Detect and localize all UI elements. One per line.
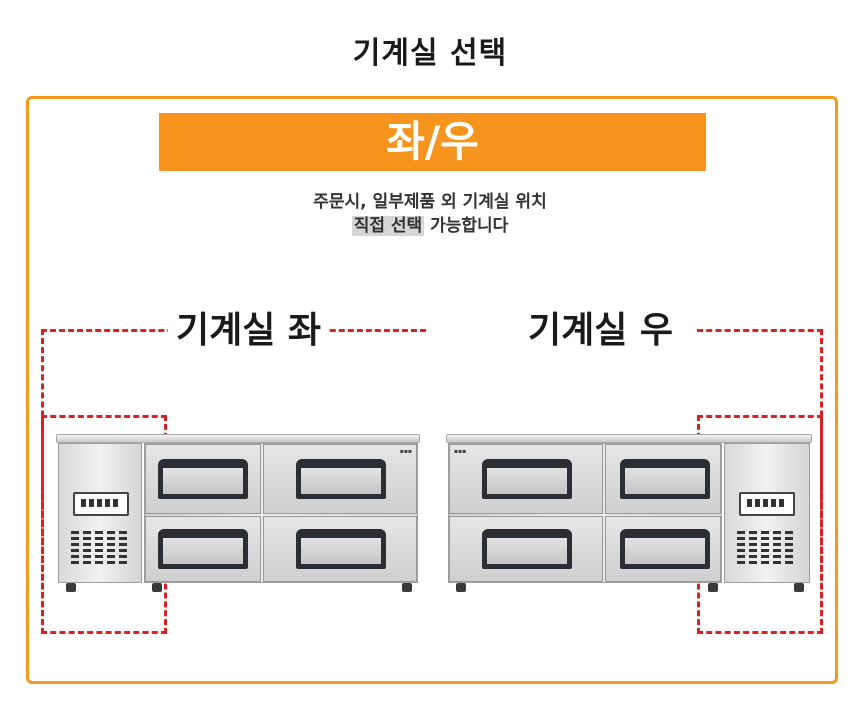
- page-title: 기계실 선택: [352, 36, 508, 71]
- control-panel-icon: [73, 492, 129, 516]
- drawer-handle-icon: [158, 529, 248, 569]
- counter-top: [446, 434, 812, 443]
- brand-logo-icon: ▪▪▪: [399, 448, 412, 455]
- description-line-2-rest: 가능합니다: [424, 216, 509, 236]
- left-machine-label[interactable]: 기계실 좌: [168, 309, 330, 353]
- vent-grille-icon: [71, 530, 131, 564]
- fridge-machine-left[interactable]: ▪▪▪: [56, 434, 420, 594]
- drawer-handle-icon: [296, 459, 386, 499]
- machine-compartment: [58, 443, 142, 583]
- drawer-handle-icon: [620, 529, 710, 569]
- fridge-machine-right[interactable]: ▪▪▪: [446, 434, 812, 594]
- drawer: [605, 444, 721, 514]
- leg-icon: [794, 583, 804, 592]
- drawer: [145, 516, 261, 582]
- description-line-2: 직접 선택 가능합니다: [0, 214, 860, 238]
- drawer: ▪▪▪: [449, 444, 603, 514]
- vent-grille-icon: [737, 530, 797, 564]
- drawer: [605, 516, 721, 582]
- description-line-1: 주문시, 일부제품 외 기계실 위치: [313, 192, 547, 212]
- drawer: [449, 516, 603, 582]
- drawer-handle-icon: [482, 529, 572, 569]
- counter-top: [56, 434, 420, 443]
- drawer-handle-icon: [482, 459, 572, 499]
- drawer: [145, 444, 261, 514]
- brand-logo-icon: ▪▪▪: [454, 448, 467, 455]
- content-frame: [26, 96, 838, 684]
- drawer: [263, 516, 417, 582]
- drawer-cabinet: ▪▪▪: [448, 443, 722, 583]
- leg-icon: [152, 583, 162, 592]
- machine-compartment: [724, 443, 810, 583]
- drawer: ▪▪▪: [263, 444, 417, 514]
- leg-icon: [708, 583, 718, 592]
- drawer-cabinet: ▪▪▪: [144, 443, 418, 583]
- right-machine-label[interactable]: 기계실 우: [520, 309, 682, 353]
- description: 주문시, 일부제품 외 기계실 위치 직접 선택 가능합니다: [0, 190, 860, 238]
- leg-icon: [66, 583, 76, 592]
- description-highlight: 직접 선택: [351, 216, 425, 236]
- drawer-handle-icon: [296, 529, 386, 569]
- leg-icon: [402, 583, 412, 592]
- leg-icon: [456, 583, 466, 592]
- drawer-handle-icon: [620, 459, 710, 499]
- control-panel-icon: [739, 492, 795, 516]
- drawer-handle-icon: [158, 459, 248, 499]
- direction-banner: 좌/우: [159, 113, 706, 171]
